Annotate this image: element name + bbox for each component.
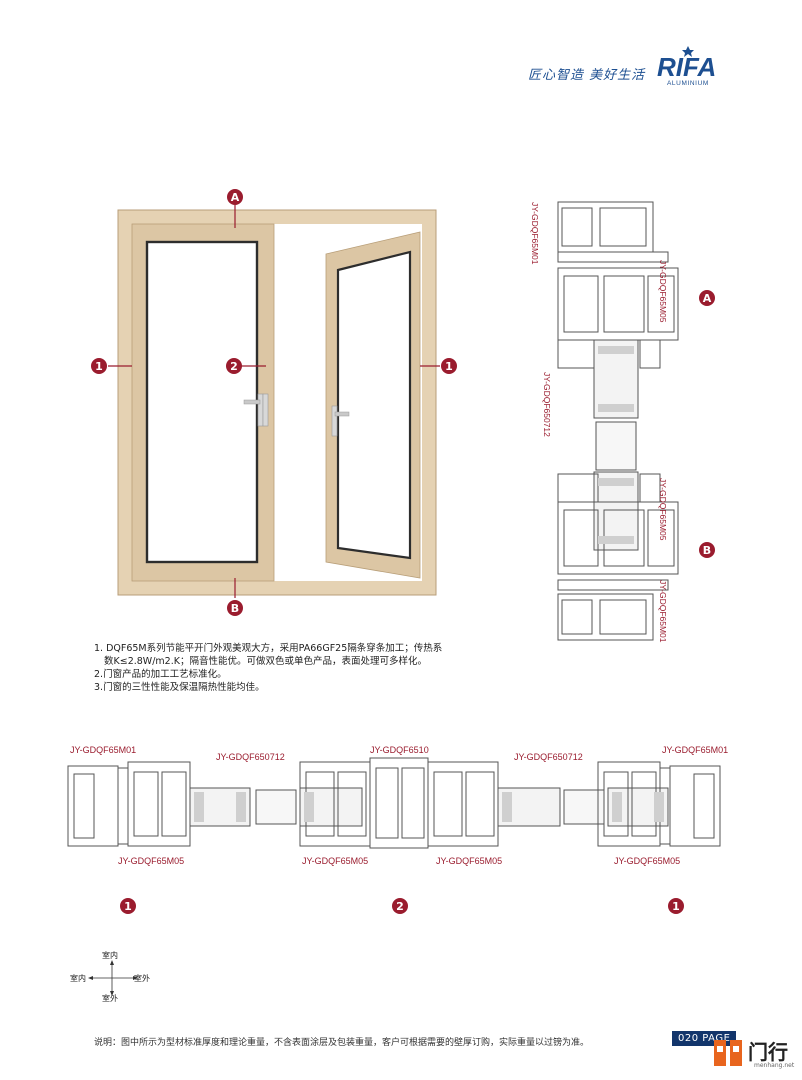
hsection-bottom-label: JY-GDQF65M05 — [118, 856, 185, 866]
hsection-bottom-label: JY-GDQF65M05 — [614, 856, 681, 866]
vsection-label-2: JY-GDQF65M05 — [658, 260, 668, 323]
hsection-top-label: JY-GDQF650712 — [216, 752, 285, 762]
direction-up-label: 室内 — [102, 951, 118, 960]
svg-text:1: 1 — [672, 900, 680, 913]
description-line: 2.门窗产品的加工工艺标准化。 — [94, 669, 227, 680]
svg-text:1: 1 — [124, 900, 132, 913]
door-illustration: A B 1 2 1 — [91, 189, 457, 616]
direction-cross-icon — [88, 960, 138, 996]
vertical-section-drawing: JY-GDQF65M01 JY-GDQF65M05 JY-GDQF650712 … — [530, 201, 715, 643]
vsection-label-4: JY-GDQF65M05 — [658, 478, 668, 541]
hsection-bottom-label: JY-GDQF65M05 — [436, 856, 503, 866]
vsection-label-5: JY-GDQF65M01 — [658, 580, 668, 643]
menhang-url: menhang.net — [754, 1062, 795, 1069]
description-line: 3.门窗的三性性能及保温隔热性能均佳。 — [94, 682, 265, 693]
svg-text:A: A — [703, 292, 712, 305]
svg-text:A: A — [231, 191, 240, 204]
description-line: 数K≤2.8W/m2.K；隔音性能优。可做双色或单色产品，表面处理可多样化。 — [104, 656, 427, 667]
hsection-top-label: JY-GDQF6510 — [370, 745, 429, 755]
hsection-bottom-label: JY-GDQF65M05 — [302, 856, 369, 866]
hsection-marker-center: 2 — [392, 898, 408, 914]
direction-right-label: 室外 — [134, 974, 150, 983]
hsection-top-label: JY-GDQF650712 — [514, 752, 583, 762]
product-description: 1. DQF65M系列节能平开门外观美观大方，采用PA66GF25隔条穿条加工；… — [94, 642, 442, 694]
svg-text:1: 1 — [445, 360, 453, 373]
menhang-logo-icon — [714, 1040, 742, 1066]
logo-subtext: ALUMINIUM — [667, 80, 709, 87]
hsection-marker-left: 1 — [120, 898, 136, 914]
hsection-top-label: JY-GDQF65M01 — [70, 745, 137, 755]
vsection-marker-b: B — [699, 542, 715, 558]
vsection-label-1: JY-GDQF65M01 — [530, 202, 540, 265]
direction-legend: 室内 室外 室内 室外 — [70, 950, 160, 1005]
svg-text:2: 2 — [230, 360, 238, 373]
hsection-markers: 1 2 1 — [120, 898, 684, 914]
logo-text: RIFA — [657, 52, 716, 82]
hsection-top-label: JY-GDQF65M01 — [662, 745, 729, 755]
svg-text:1: 1 — [95, 360, 103, 373]
svg-text:B: B — [703, 544, 711, 557]
svg-text:2: 2 — [396, 900, 404, 913]
footer-note: 说明：图中所示为型材标准厚度和理论重量，不含表面涂层及包装重量，客户可根据需要的… — [94, 1038, 590, 1048]
direction-left-label: 室内 — [70, 974, 86, 983]
door-marker-b: B — [227, 600, 243, 616]
menhang-name: 门行 — [748, 1040, 788, 1064]
vsection-marker-a: A — [699, 290, 715, 306]
hsection-marker-right: 1 — [668, 898, 684, 914]
door-marker-a: A — [227, 189, 243, 205]
door-marker-center: 2 — [226, 358, 242, 374]
direction-down-label: 室外 — [102, 994, 118, 1003]
vsection-label-3: JY-GDQF650712 — [542, 372, 552, 437]
door-marker-left: 1 — [91, 358, 107, 374]
description-line: 1. DQF65M系列节能平开门外观美观大方，采用PA66GF25隔条穿条加工；… — [94, 643, 443, 654]
door-marker-right: 1 — [441, 358, 457, 374]
brand-slogan: 匠心智造 美好生活 — [528, 68, 646, 83]
rifa-logo: RIFA ALUMINIUM — [657, 46, 716, 87]
svg-text:B: B — [231, 602, 239, 615]
horizontal-section-drawing — [67, 757, 721, 849]
